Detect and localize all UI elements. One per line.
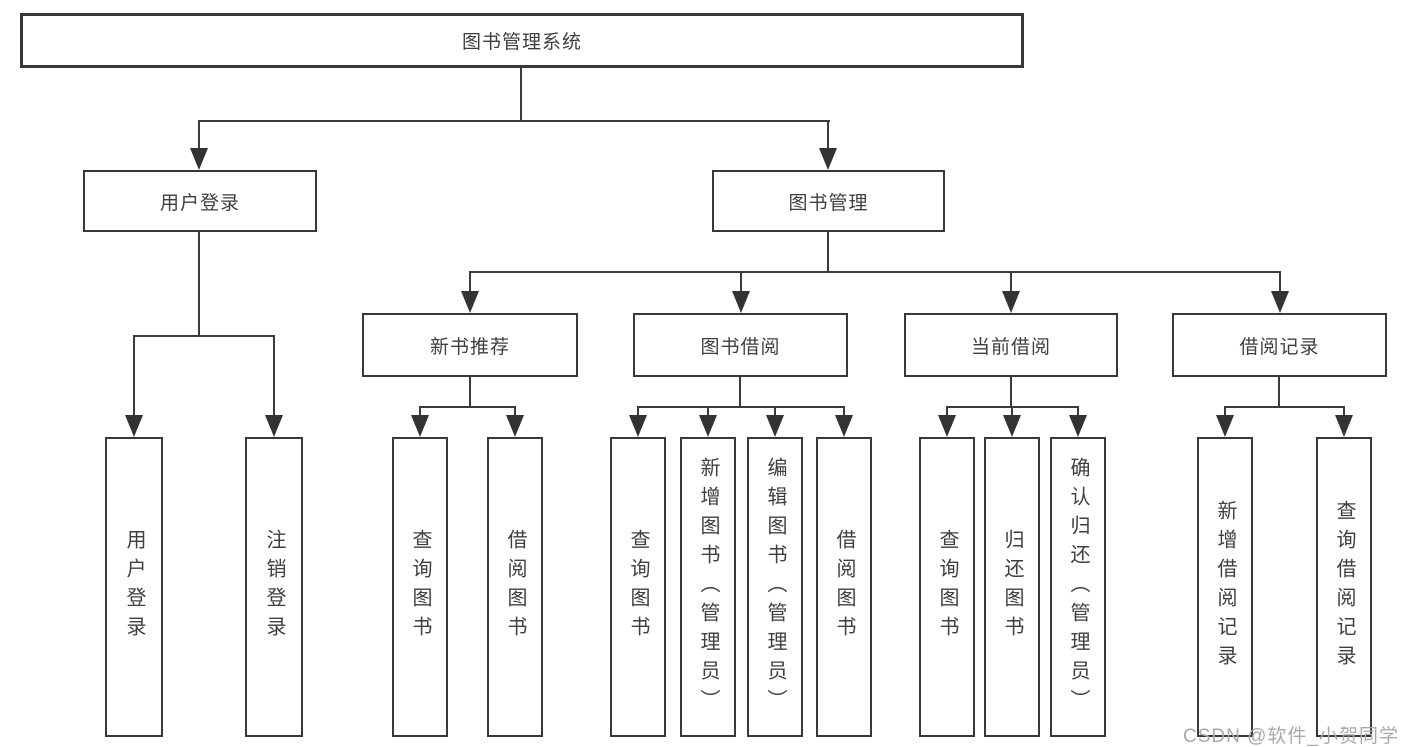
arrowhead-down-icon (819, 148, 837, 170)
node-label: 用户登录 (159, 192, 240, 214)
node-label: 用户登录 (123, 529, 145, 645)
connector-line (739, 377, 741, 407)
node-label: 图书借阅 (700, 336, 781, 358)
connector-line (1224, 406, 1226, 417)
node-leaf-add-borrow-record: 新增借阅记录 (1197, 437, 1253, 737)
node-label: 借阅图书 (504, 529, 526, 645)
connector-line (637, 406, 639, 417)
node-leaf-user-login: 用户登录 (105, 437, 163, 737)
node-current-borrowing: 当前借阅 (904, 313, 1118, 377)
node-leaf-confirm-return-admin: 确认归还（管理员） (1050, 437, 1106, 737)
connector-line (1077, 406, 1079, 417)
node-borrowing-records: 借阅记录 (1172, 313, 1387, 377)
connector-line (198, 120, 200, 149)
watermark-text: CSDN @软件_小贺同学 (1183, 726, 1399, 747)
node-label: 查询借阅记录 (1333, 500, 1355, 674)
connector-line (469, 377, 471, 407)
node-leaf-query-borrow-record: 查询借阅记录 (1316, 437, 1372, 737)
connector-line (827, 232, 829, 272)
node-label: 查询图书 (409, 529, 431, 645)
arrowhead-down-icon (1271, 291, 1289, 313)
node-label: 归还图书 (1001, 529, 1023, 645)
connector-line (707, 406, 709, 417)
arrowhead-down-icon (265, 415, 283, 437)
node-leaf-borrow-books-recommend: 借阅图书 (487, 437, 543, 737)
arrowhead-down-icon (1216, 415, 1234, 437)
node-book-management: 图书管理 (712, 170, 945, 232)
connector-line (827, 120, 829, 149)
node-leaf-edit-books-admin: 编辑图书（管理员） (747, 437, 803, 737)
connector-line (469, 271, 1280, 273)
node-leaf-logout: 注销登录 (245, 437, 303, 737)
connector-line (419, 406, 516, 408)
node-leaf-query-books-recommend: 查询图书 (392, 437, 448, 737)
connector-line (843, 406, 845, 417)
connector-line (273, 335, 275, 416)
arrowhead-down-icon (1003, 415, 1021, 437)
arrowhead-down-icon (629, 415, 647, 437)
node-label: 图书管理系统 (461, 32, 582, 53)
arrowhead-down-icon (1002, 291, 1020, 313)
connector-line (774, 406, 776, 417)
connector-line (1011, 406, 1013, 417)
node-label: 查询图书 (627, 529, 649, 645)
node-label: 借阅图书 (833, 529, 855, 645)
connector-line (1010, 377, 1012, 407)
arrowhead-down-icon (1069, 415, 1087, 437)
connector-line (133, 335, 135, 416)
connector-line (946, 406, 948, 417)
arrowhead-down-icon (461, 291, 479, 313)
node-new-book-recommend: 新书推荐 (362, 313, 578, 377)
node-label: 新增图书（管理员） (697, 456, 719, 718)
node-book-borrowing: 图书借阅 (633, 313, 848, 377)
connector-line (1010, 271, 1012, 292)
connector-line (1278, 377, 1280, 407)
node-library-management-system: 图书管理系统 (20, 13, 1024, 68)
arrowhead-down-icon (411, 415, 429, 437)
node-label: 新书推荐 (429, 336, 510, 358)
arrowhead-down-icon (835, 415, 853, 437)
node-leaf-borrow-books: 借阅图书 (816, 437, 872, 737)
node-label: 查询图书 (936, 529, 958, 645)
node-leaf-add-books-admin: 新增图书（管理员） (680, 437, 736, 737)
connector-line (1343, 406, 1345, 417)
connector-line (133, 335, 275, 337)
connector-line (637, 406, 845, 408)
arrowhead-down-icon (190, 148, 208, 170)
connector-line (419, 406, 421, 417)
node-user-login: 用户登录 (83, 170, 317, 232)
node-label: 编辑图书（管理员） (764, 456, 786, 718)
node-leaf-query-books-current: 查询图书 (919, 437, 975, 737)
connector-line (198, 120, 830, 122)
arrowhead-down-icon (699, 415, 717, 437)
node-leaf-query-books-borrowing: 查询图书 (610, 437, 666, 737)
arrowhead-down-icon (1335, 415, 1353, 437)
connector-line (1279, 271, 1281, 292)
arrowhead-down-icon (938, 415, 956, 437)
connector-line (469, 271, 471, 292)
node-label: 图书管理 (788, 192, 869, 214)
arrowhead-down-icon (766, 415, 784, 437)
arrowhead-down-icon (125, 415, 143, 437)
node-label: 当前借阅 (970, 336, 1051, 358)
connector-line (514, 406, 516, 417)
connector-line (740, 271, 742, 292)
node-label: 新增借阅记录 (1214, 500, 1236, 674)
connector-line (198, 232, 200, 336)
node-leaf-return-books: 归还图书 (984, 437, 1040, 737)
node-label: 注销登录 (263, 529, 285, 645)
arrowhead-down-icon (506, 415, 524, 437)
arrowhead-down-icon (732, 291, 750, 313)
connector-line (1224, 406, 1344, 408)
node-label: 借阅记录 (1239, 336, 1320, 358)
node-label: 确认归还（管理员） (1067, 456, 1089, 718)
connector-line (520, 68, 522, 121)
